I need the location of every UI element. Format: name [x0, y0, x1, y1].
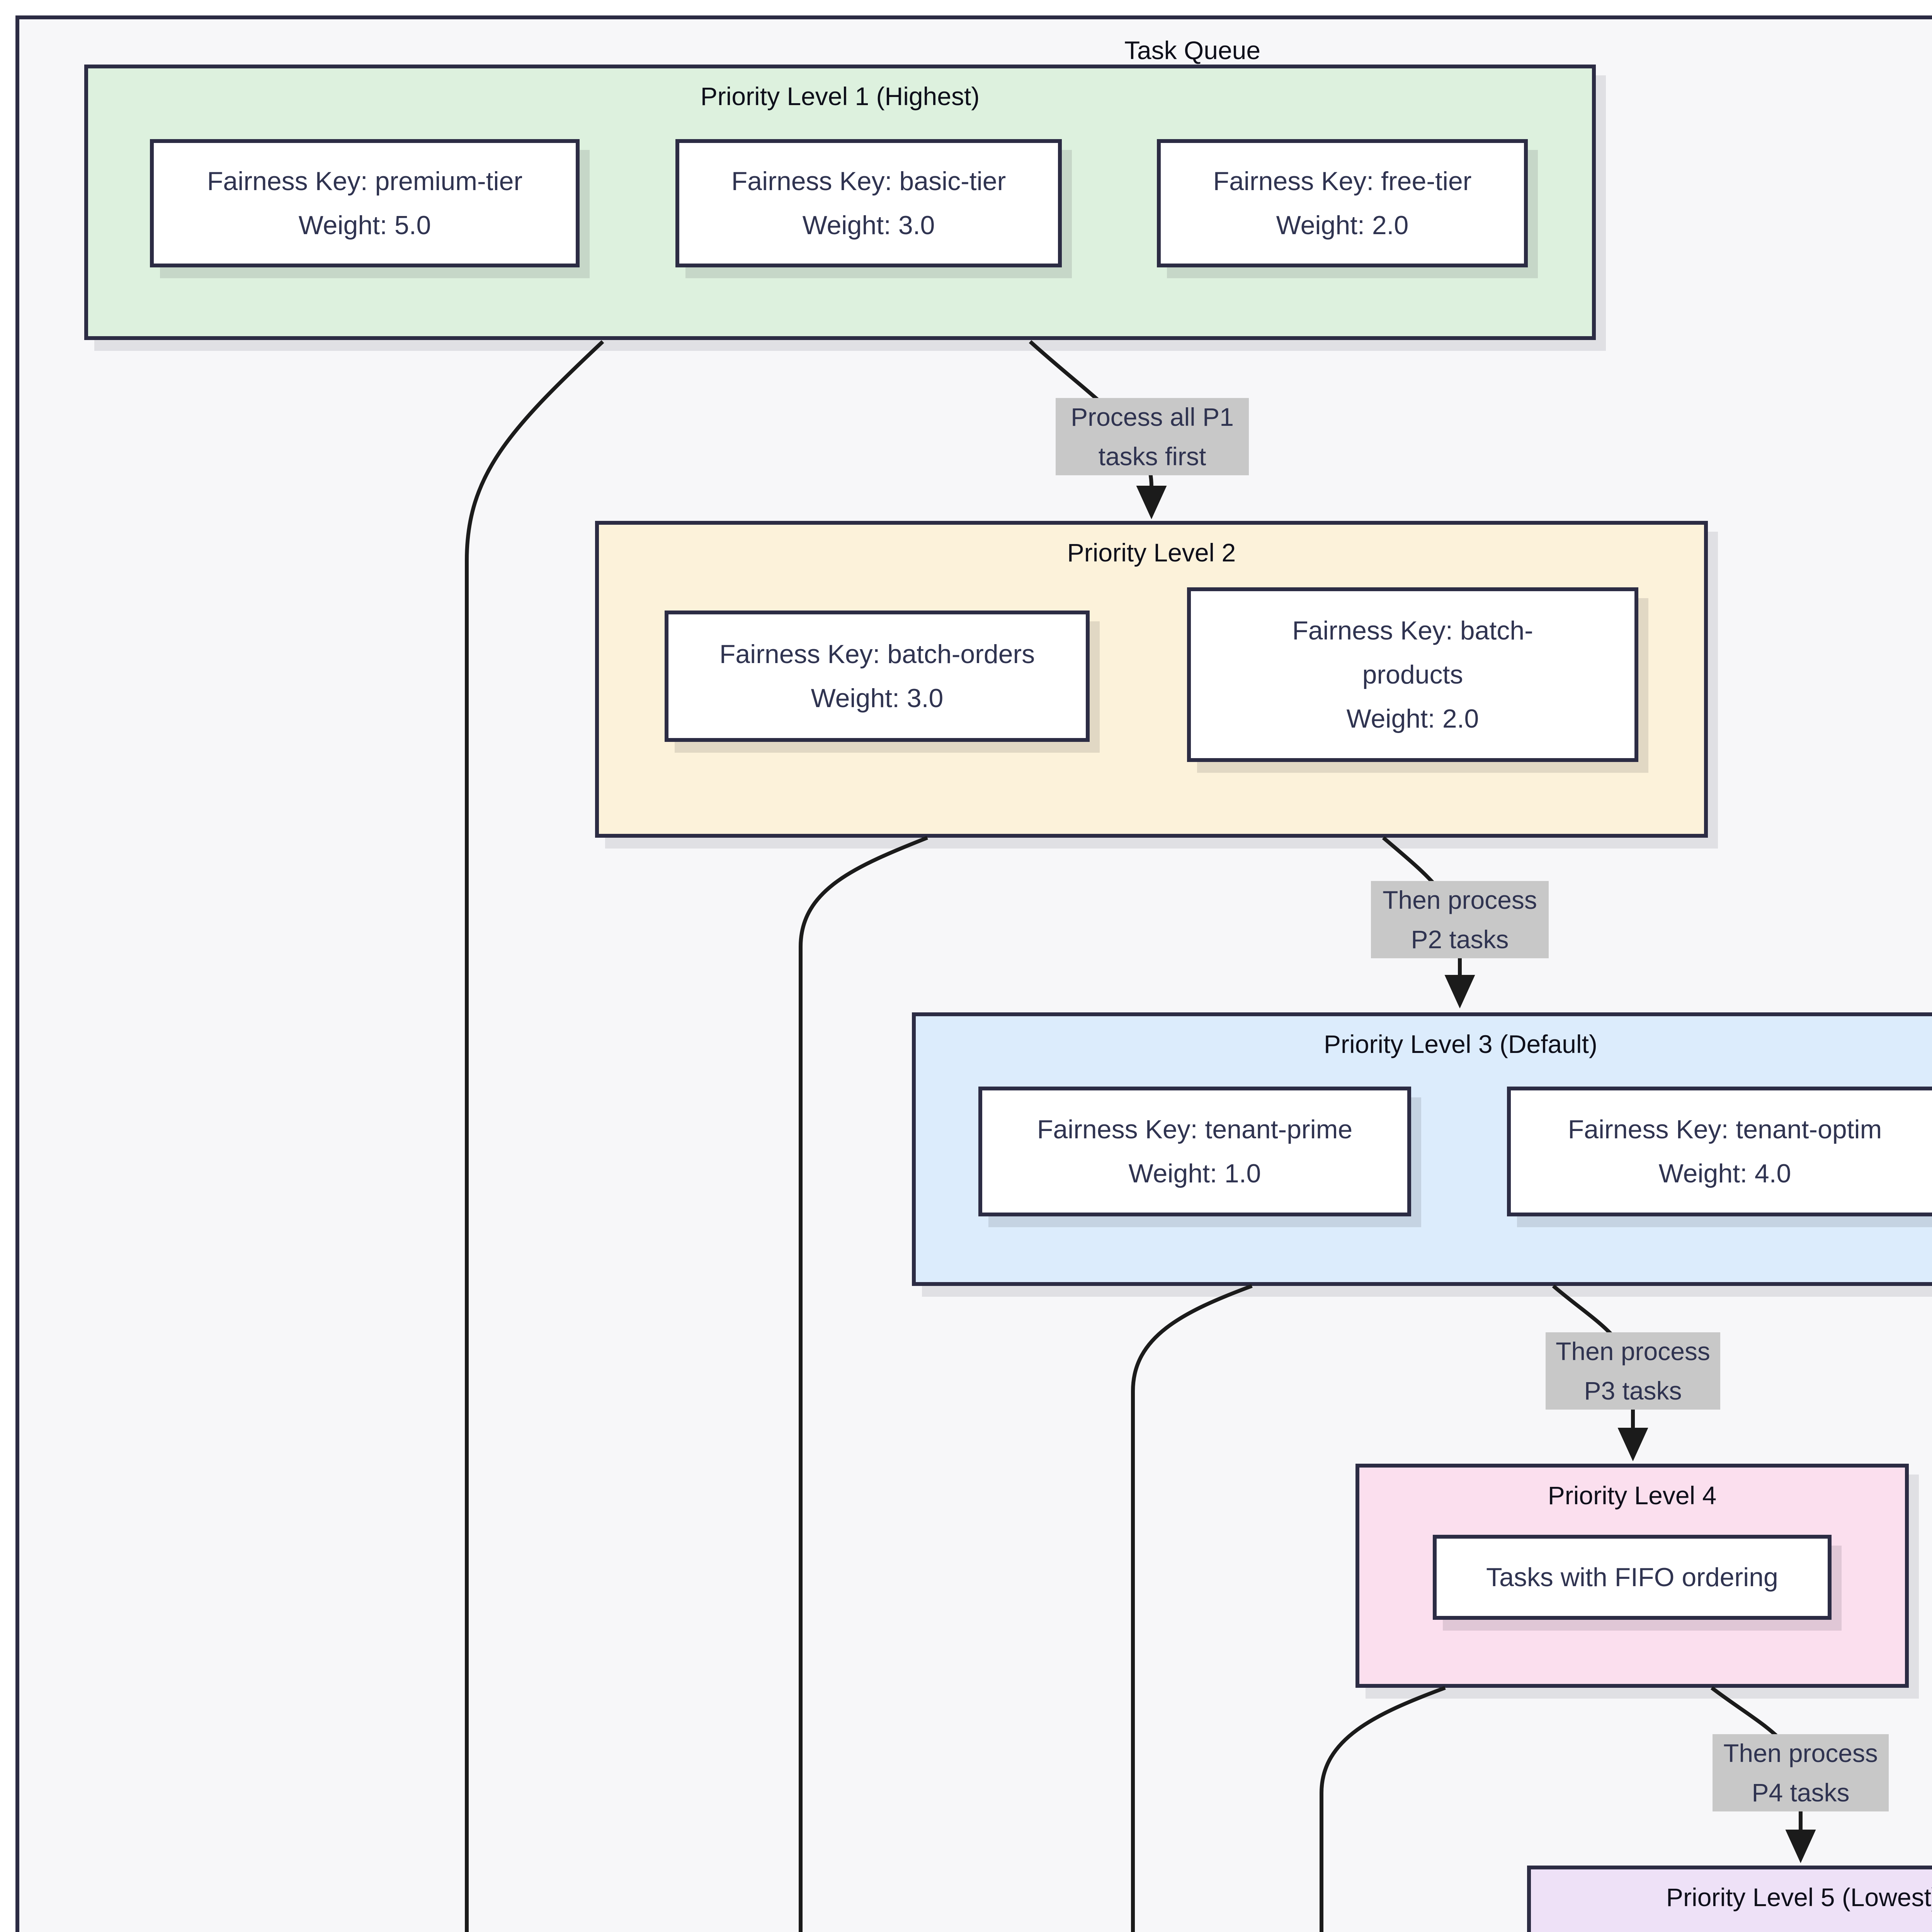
- cluster-title-priority-level-4: Priority Level 4: [1548, 1481, 1717, 1510]
- node-line: Fairness Key: batch-orders: [719, 639, 1035, 669]
- edge-label-line: Process all P1: [1071, 403, 1234, 431]
- node-line: Fairness Key: premium-tier: [207, 167, 523, 196]
- cluster-title-priority-level-5: Priority Level 5 (Lowest): [1666, 1883, 1932, 1912]
- node-line: Weight: 2.0: [1346, 704, 1479, 733]
- node-line: Fairness Key: tenant-prime: [1037, 1115, 1353, 1144]
- edge-label-line: Then process: [1383, 886, 1537, 914]
- edge-label-then-process-p3: Then process P3 tasks: [1546, 1332, 1720, 1410]
- node-batch-orders: Fairness Key: batch-orders Weight: 3.0: [665, 611, 1090, 742]
- node-line: Weight: 3.0: [811, 684, 944, 713]
- cluster-title-priority-level-3: Priority Level 3 (Default): [1324, 1030, 1597, 1058]
- node-basic-tier: Fairness Key: basic-tier Weight: 3.0: [675, 139, 1062, 267]
- edge-label-line: P4 tasks: [1752, 1778, 1850, 1807]
- node-line: Weight: 3.0: [802, 211, 935, 240]
- node-line: Weight: 4.0: [1658, 1159, 1791, 1188]
- edge-label-line: tasks first: [1098, 442, 1206, 471]
- node-line: Tasks with FIFO ordering: [1486, 1563, 1778, 1592]
- node-line: products: [1362, 660, 1463, 689]
- node-fifo-level-4: Tasks with FIFO ordering: [1433, 1535, 1832, 1620]
- edge-label-then-process-p2: Then process P2 tasks: [1371, 881, 1549, 958]
- node-premium-tier: Fairness Key: premium-tier Weight: 5.0: [150, 139, 580, 267]
- node-line: Fairness Key: free-tier: [1213, 167, 1472, 196]
- cluster-title-priority-level-2: Priority Level 2: [1067, 538, 1236, 567]
- edge-label-then-process-p4: Then process P4 tasks: [1713, 1734, 1889, 1811]
- node-batch-products: Fairness Key: batch- products Weight: 2.…: [1187, 587, 1638, 762]
- node-line: Fairness Key: tenant-optim: [1568, 1115, 1882, 1144]
- edge-label-line: P3 tasks: [1584, 1376, 1682, 1405]
- node-line: Fairness Key: basic-tier: [731, 167, 1006, 196]
- node-line: Fairness Key: batch-: [1292, 616, 1533, 645]
- node-line: Weight: 2.0: [1276, 211, 1409, 240]
- cluster-priority-level-5: Priority Level 5 (Lowest): [1527, 1866, 1932, 1932]
- task-queue-title: Task Queue: [1124, 36, 1261, 65]
- edge-label-line: P2 tasks: [1411, 925, 1509, 954]
- edge-label-line: Then process: [1556, 1337, 1710, 1366]
- node-line: Weight: 5.0: [298, 211, 431, 240]
- node-line: Weight: 1.0: [1128, 1159, 1261, 1188]
- cluster-title-priority-level-1: Priority Level 1 (Highest): [700, 82, 980, 111]
- node-tenant-prime: Fairness Key: tenant-prime Weight: 1.0: [978, 1087, 1411, 1216]
- edge-label-process-all-p1: Process all P1 tasks first: [1056, 398, 1249, 475]
- edge-label-line: Then process: [1723, 1739, 1878, 1767]
- node-free-tier: Fairness Key: free-tier Weight: 2.0: [1157, 139, 1528, 267]
- node-tenant-optim: Fairness Key: tenant-optim Weight: 4.0: [1507, 1087, 1932, 1216]
